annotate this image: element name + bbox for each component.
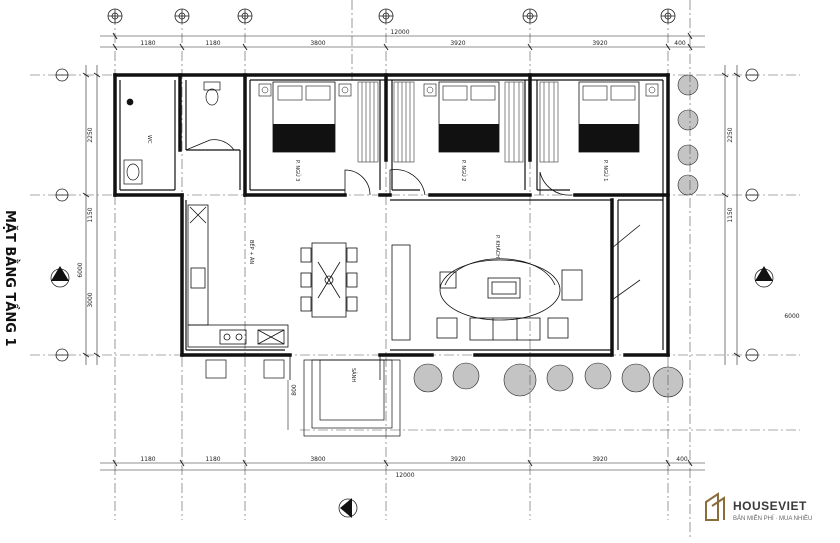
bed-2 <box>423 81 500 153</box>
porch-steps <box>205 359 401 437</box>
dim-left-seg-2: 1150 <box>87 207 94 222</box>
room-label-bed-1: P. NGỦ 3 <box>294 160 302 181</box>
dim-bottom-seg-2: 1180 <box>205 456 220 463</box>
section-marker-right <box>754 266 774 288</box>
room-label-porch: SẢNH <box>350 368 358 382</box>
dining-table <box>300 242 358 318</box>
room-label-living: P. KHÁCH <box>494 235 501 258</box>
dim-top-seg-3: 3800 <box>310 40 325 47</box>
room-label-bed-2: P. NGỦ 2 <box>460 160 468 181</box>
dim-bottom-total: 12000 <box>395 472 414 479</box>
dim-top-seg-4: 3920 <box>450 40 465 47</box>
dim-left-total: 6000 <box>77 262 84 277</box>
wc-fixtures <box>123 81 221 185</box>
dim-right-seg-2: 1150 <box>727 207 734 222</box>
dim-top-total: 12000 <box>390 29 409 36</box>
dim-bottom-seg-1: 1180 <box>140 456 155 463</box>
section-marker-left <box>50 266 70 288</box>
dimension-lines <box>82 32 741 471</box>
living-furniture <box>391 244 583 341</box>
dim-step: 800 <box>291 384 298 396</box>
bed-1 <box>258 81 352 153</box>
walls <box>113 73 670 357</box>
brand-name: HOUSEVIET <box>733 499 807 513</box>
dim-top-seg-5: 3920 <box>592 40 607 47</box>
room-label-bed-3: P. NGỦ 1 <box>602 160 610 181</box>
garden-plants <box>413 74 699 398</box>
room-label-kitchen: BẾP + ĂN <box>248 240 256 264</box>
section-marker-bottom <box>338 498 358 518</box>
dim-bottom-seg-6: 400 <box>676 456 688 463</box>
room-label-wc: WC <box>146 135 152 144</box>
dim-top-seg-2: 1180 <box>205 40 220 47</box>
thin-walls <box>119 79 664 351</box>
grid-bubbles-top <box>107 8 676 24</box>
kitchen-counter <box>187 204 289 348</box>
dim-bottom-seg-3: 3800 <box>310 456 325 463</box>
dim-bottom-seg-4: 3920 <box>450 456 465 463</box>
dim-right-total: 6000 <box>784 313 799 320</box>
houseviet-logo <box>705 492 725 521</box>
grid-bubbles-right <box>745 68 759 362</box>
dim-right-seg-1: 2250 <box>727 127 734 142</box>
bed-3 <box>578 81 659 153</box>
dim-left-seg-1: 2250 <box>87 127 94 142</box>
dim-top-seg-1: 1180 <box>140 40 155 47</box>
closets <box>357 81 559 163</box>
brand-tagline: BẢN MIỄN PHÍ · MUA NHIỀU <box>733 515 812 522</box>
dim-top-seg-6: 400 <box>674 40 686 47</box>
dim-bottom-seg-5: 3920 <box>592 456 607 463</box>
dim-left-seg-3: 3000 <box>87 292 94 307</box>
drawing-title: MẶT BẰNG TẦNG 1 <box>2 210 20 347</box>
doors <box>185 139 641 380</box>
grid-bubbles-left <box>55 68 69 362</box>
